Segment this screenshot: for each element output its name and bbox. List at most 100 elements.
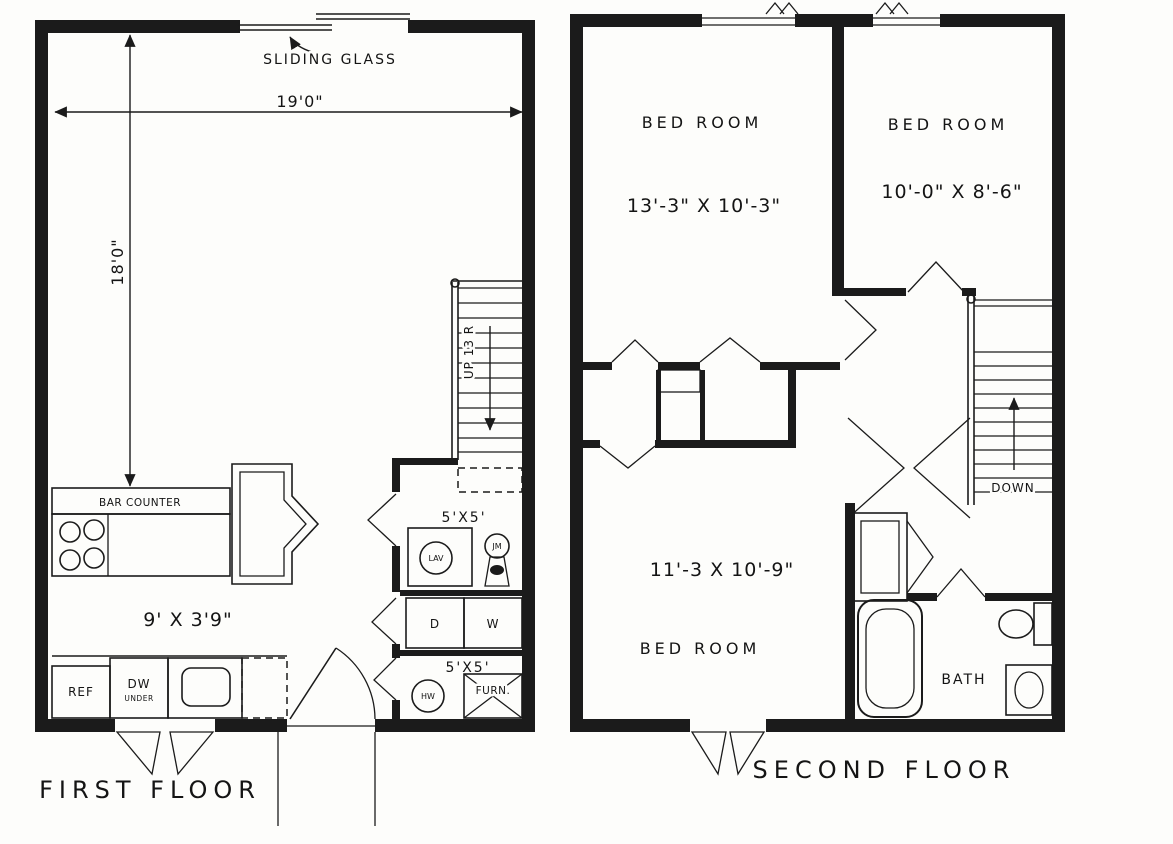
counter-dashed-section	[241, 657, 288, 719]
bathtub-icon	[857, 599, 923, 718]
kitchen: BAR COUNTER 9' X 3'9"	[51, 463, 320, 634]
toilet-icon	[998, 602, 1053, 646]
landing-edge	[974, 299, 1052, 307]
furnace-label: FURN.	[476, 685, 511, 697]
sink-basin	[1014, 671, 1044, 709]
laundry-door-icon	[371, 597, 397, 645]
dimension-height: 18'0"	[106, 34, 136, 487]
washer-box	[463, 597, 523, 649]
sliding-panel-inner	[238, 24, 332, 31]
bathroom-second-floor: BATH	[857, 568, 1053, 718]
first-floor-interior-walls	[392, 458, 522, 732]
toilet-bowl	[998, 609, 1034, 639]
bedroom-3-dimension: 11'-3 X 10'-9"	[650, 559, 795, 581]
bedroom-2: BED ROOM 10'-0" X 8'-6"	[879, 113, 1024, 293]
pedestal-sink-icon: JM	[484, 533, 510, 587]
dimension-height-label: 18'0"	[108, 238, 127, 285]
bath-sink-icon	[1005, 664, 1053, 716]
kitchen-counter	[51, 513, 231, 577]
bedroom-2-name: BED ROOM	[888, 115, 1009, 134]
dimension-width-label: 19'0"	[276, 92, 323, 111]
entry-door-swing	[335, 647, 376, 720]
stair-rail	[967, 296, 975, 505]
tub-outer	[857, 599, 923, 718]
window-mark-icon	[765, 1, 909, 15]
patio-door-leaf-left	[115, 731, 161, 776]
laundry-room: D W	[371, 597, 523, 649]
burner-icon	[59, 549, 81, 571]
furnace-box	[463, 673, 523, 719]
bedroom-1: BED ROOM 13'-3" X 10'-3"	[611, 111, 783, 393]
stair-rail	[451, 280, 522, 460]
range-burners	[59, 519, 105, 571]
toilet-enclosure	[407, 527, 473, 587]
bedroom-3-door-icon	[847, 417, 905, 519]
window-glazing-left	[702, 17, 795, 26]
dryer-label: D	[430, 617, 440, 631]
water-heater-icon	[411, 679, 445, 713]
peninsula-outer	[231, 463, 320, 585]
sink-drain	[490, 565, 504, 575]
bedroom-1-name: BED ROOM	[642, 113, 763, 132]
stair-label: UP 13 R	[462, 325, 476, 379]
newel-post	[450, 278, 460, 288]
closet-inner	[860, 520, 900, 594]
second-floor-plan: BED ROOM 13'-3" X 10'-3" BED ROOM 10'-0"…	[570, 1, 1065, 787]
bathroom-door-icon	[367, 493, 397, 547]
window-glazing-right	[873, 17, 940, 26]
vanity-box	[1005, 664, 1053, 716]
peninsula-inner	[239, 471, 307, 577]
bath-hall-door-icon	[913, 417, 971, 519]
utility-room: 5'X5' HW FURN.	[373, 657, 523, 719]
closet-partition-box	[657, 369, 701, 393]
patio-door-leaf-right	[169, 731, 215, 776]
burner-icon	[83, 519, 105, 541]
dishwasher-label: DW	[127, 677, 150, 691]
bath-label: BATH	[941, 672, 986, 688]
burner-icon	[59, 521, 81, 543]
first-floor-plan: SLIDING GLASS 19'0" 18'0" UP 13 R BAR CO…	[35, 13, 535, 826]
top-wall-windows	[702, 1, 940, 26]
stair-treads	[974, 351, 1052, 493]
closet-door-icon	[611, 339, 659, 363]
bedroom-3: 11'-3 X 10'-9" BED ROOM	[637, 512, 934, 776]
dimension-width: 19'0"	[54, 90, 523, 118]
sliding-glass-label: SLIDING GLASS	[263, 52, 397, 68]
burner-icon	[83, 547, 105, 569]
bath-door-icon	[936, 568, 986, 598]
water-heater-label: HW	[421, 692, 435, 701]
hall-doors	[599, 299, 971, 519]
bedroom-3-closet	[852, 512, 934, 602]
dishwasher-under-label: UNDER	[124, 694, 153, 703]
utility-door-icon	[373, 657, 397, 701]
first-floor-exterior-walls	[35, 20, 535, 732]
tub-inner	[865, 608, 915, 709]
staircase-up: UP 13 R	[450, 278, 522, 460]
furnace-cross	[463, 673, 523, 719]
bedroom-3-entry-leaf-right	[729, 731, 766, 776]
sink-bowl	[484, 533, 510, 559]
bedroom-2-dimension: 10'-0" X 8'-6"	[881, 181, 1022, 203]
sink-pedestal	[484, 556, 510, 587]
appliance-row: REF DW UNDER	[51, 655, 288, 719]
sliding-panel-outer	[316, 13, 410, 20]
toilet-tank	[1033, 602, 1053, 646]
first-floor-doors	[115, 647, 376, 826]
newel-post	[966, 294, 976, 304]
second-floor-title: SECOND FLOOR	[753, 756, 1016, 784]
staircase-down: DOWN	[966, 294, 1052, 505]
sink-label: JM	[491, 542, 501, 551]
porch-outline	[277, 732, 376, 826]
bathroom-first-floor: 5'X5' LAV JM	[367, 467, 523, 587]
second-floor-interior-walls	[583, 288, 1052, 719]
bedroom-3-entry-leaf-left	[690, 731, 727, 776]
entry-door-leaf	[289, 647, 337, 720]
washer-label: W	[487, 617, 500, 631]
bedroom-1-door-icon	[844, 299, 877, 361]
bedroom-3-name: BED ROOM	[640, 639, 761, 658]
sliding-glass-arrow	[289, 36, 313, 53]
down-label: DOWN	[991, 481, 1035, 495]
bar-counter-label: BAR COUNTER	[99, 497, 181, 509]
toilet-label: LAV	[428, 554, 444, 563]
